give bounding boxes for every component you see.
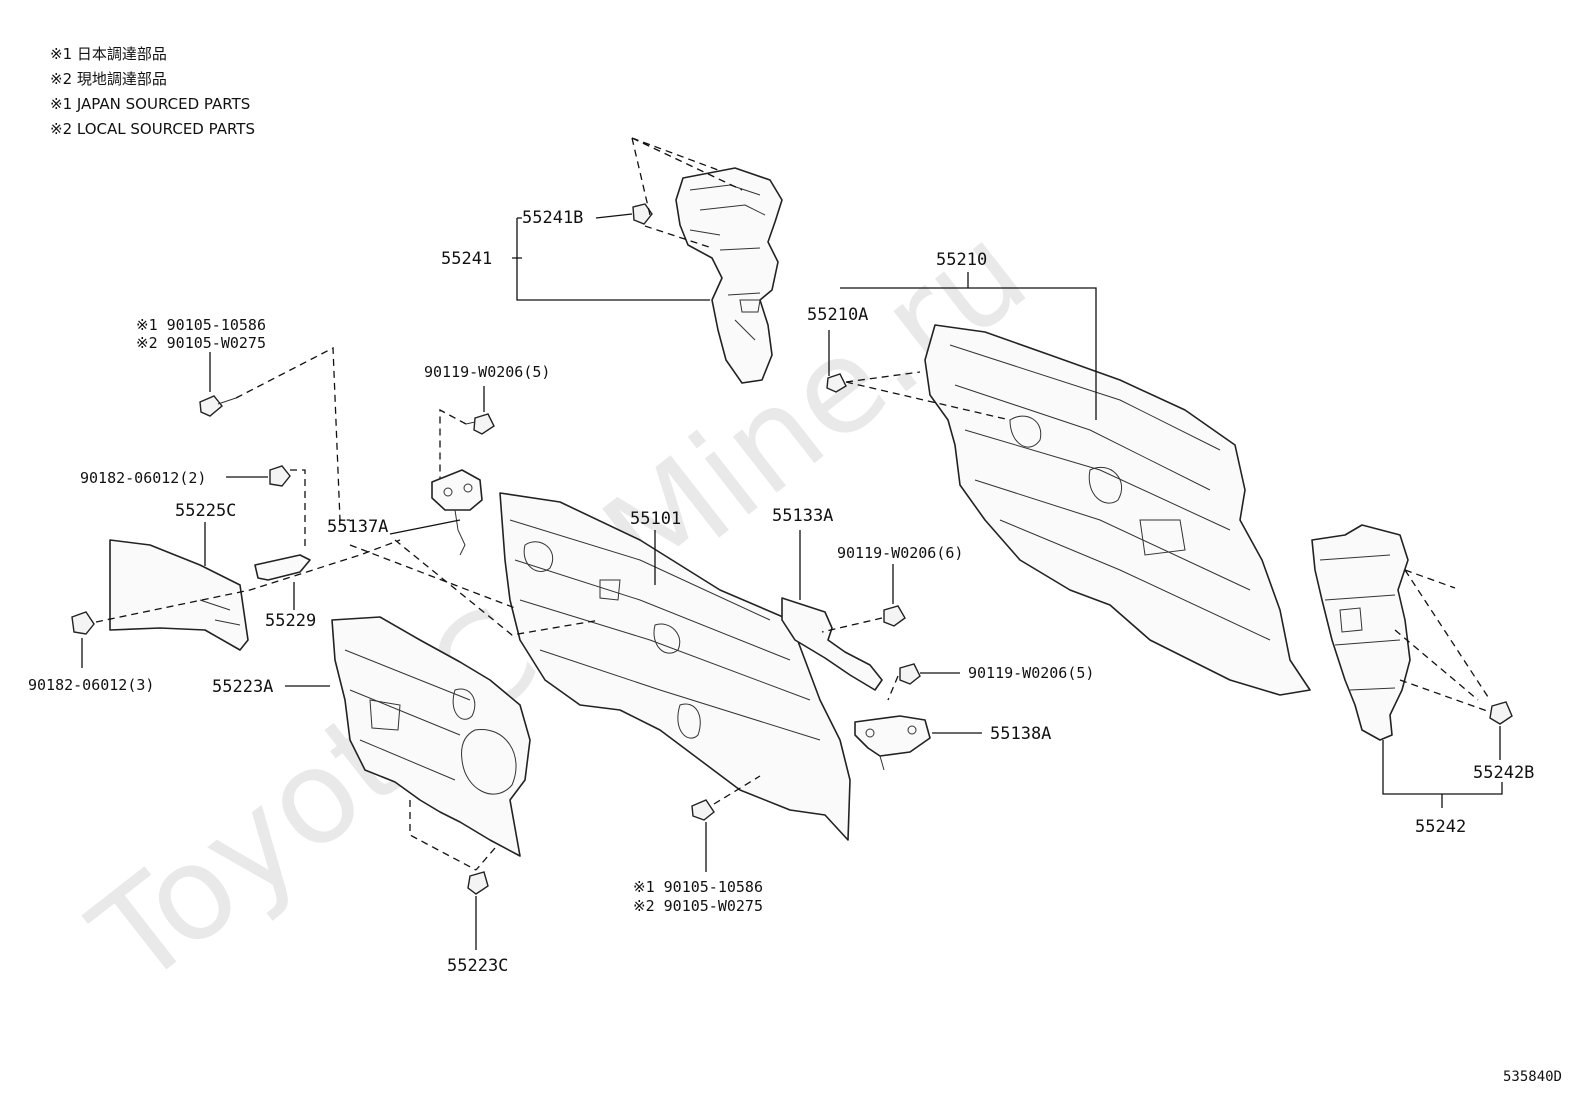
label-90119-lower: 90119-W0206(5) xyxy=(968,664,1094,682)
bolt-90119-lower[interactable] xyxy=(899,663,921,685)
bolt-90105-upper[interactable] xyxy=(199,395,237,417)
bolt-90119-middle[interactable] xyxy=(883,605,906,627)
label-bolt2-japan: ※1 90105-10586 xyxy=(633,878,763,896)
note-line: ※1 日本調達部品 xyxy=(50,45,167,63)
label-bolt1-local: ※2 90105-W0275 xyxy=(136,334,266,352)
label-55241B: 55241B xyxy=(522,208,583,228)
part-55133A-bracket[interactable] xyxy=(781,597,883,691)
part-55137A-bracket[interactable] xyxy=(431,469,483,556)
clip-55242B[interactable] xyxy=(1489,701,1513,725)
part-55241-bracket[interactable] xyxy=(675,167,783,384)
note-line: ※1 JAPAN SOURCED PARTS xyxy=(50,95,251,113)
part-55229-bracket[interactable] xyxy=(254,554,311,581)
label-90182-lower: 90182-06012(3) xyxy=(28,676,154,694)
label-55210A: 55210A xyxy=(807,305,868,325)
parts-source-notes: ※1 日本調達部品 ※2 現地調達部品 ※1 JAPAN SOURCED PAR… xyxy=(50,42,255,142)
part-55223A-insulator[interactable] xyxy=(331,616,531,857)
clip-55210A[interactable] xyxy=(826,373,847,393)
part-55210-insulator[interactable] xyxy=(924,324,1311,696)
label-55138A: 55138A xyxy=(990,724,1051,744)
bolt-90105-lower[interactable] xyxy=(691,799,715,821)
part-55138A-bracket[interactable] xyxy=(854,715,931,771)
label-bolt2-local: ※2 90105-W0275 xyxy=(633,897,763,915)
note-line: ※2 LOCAL SOURCED PARTS xyxy=(50,120,255,138)
label-55225C: 55225C xyxy=(175,501,236,521)
label-90119-middle: 90119-W0206(6) xyxy=(837,544,963,562)
clip-55241B[interactable] xyxy=(632,203,653,225)
label-55241: 55241 xyxy=(441,249,492,269)
label-55137A: 55137A xyxy=(327,517,388,537)
part-55101-dash-panel[interactable] xyxy=(499,492,851,841)
part-55225C-shield[interactable] xyxy=(109,539,249,651)
label-55242B: 55242B xyxy=(1473,763,1534,783)
label-55229: 55229 xyxy=(265,611,316,631)
nut-90182-lower[interactable] xyxy=(71,611,95,635)
label-90182-upper: 90182-06012(2) xyxy=(80,469,206,487)
document-id: 535840D xyxy=(1502,1069,1562,1085)
part-55242-bracket[interactable] xyxy=(1311,524,1411,741)
label-55242: 55242 xyxy=(1415,817,1466,837)
label-bolt1-japan: ※1 90105-10586 xyxy=(136,316,266,334)
label-55101: 55101 xyxy=(630,509,681,529)
label-55223C: 55223C xyxy=(447,956,508,976)
label-55223A: 55223A xyxy=(212,677,273,697)
bolt-90119-upper[interactable] xyxy=(465,413,495,435)
label-55210: 55210 xyxy=(936,250,987,270)
label-90119-upper: 90119-W0206(5) xyxy=(424,363,550,381)
note-line: ※2 現地調達部品 xyxy=(50,70,167,88)
label-55133A: 55133A xyxy=(772,506,833,526)
nut-90182-upper[interactable] xyxy=(269,465,291,487)
clip-55223C[interactable] xyxy=(467,871,489,895)
